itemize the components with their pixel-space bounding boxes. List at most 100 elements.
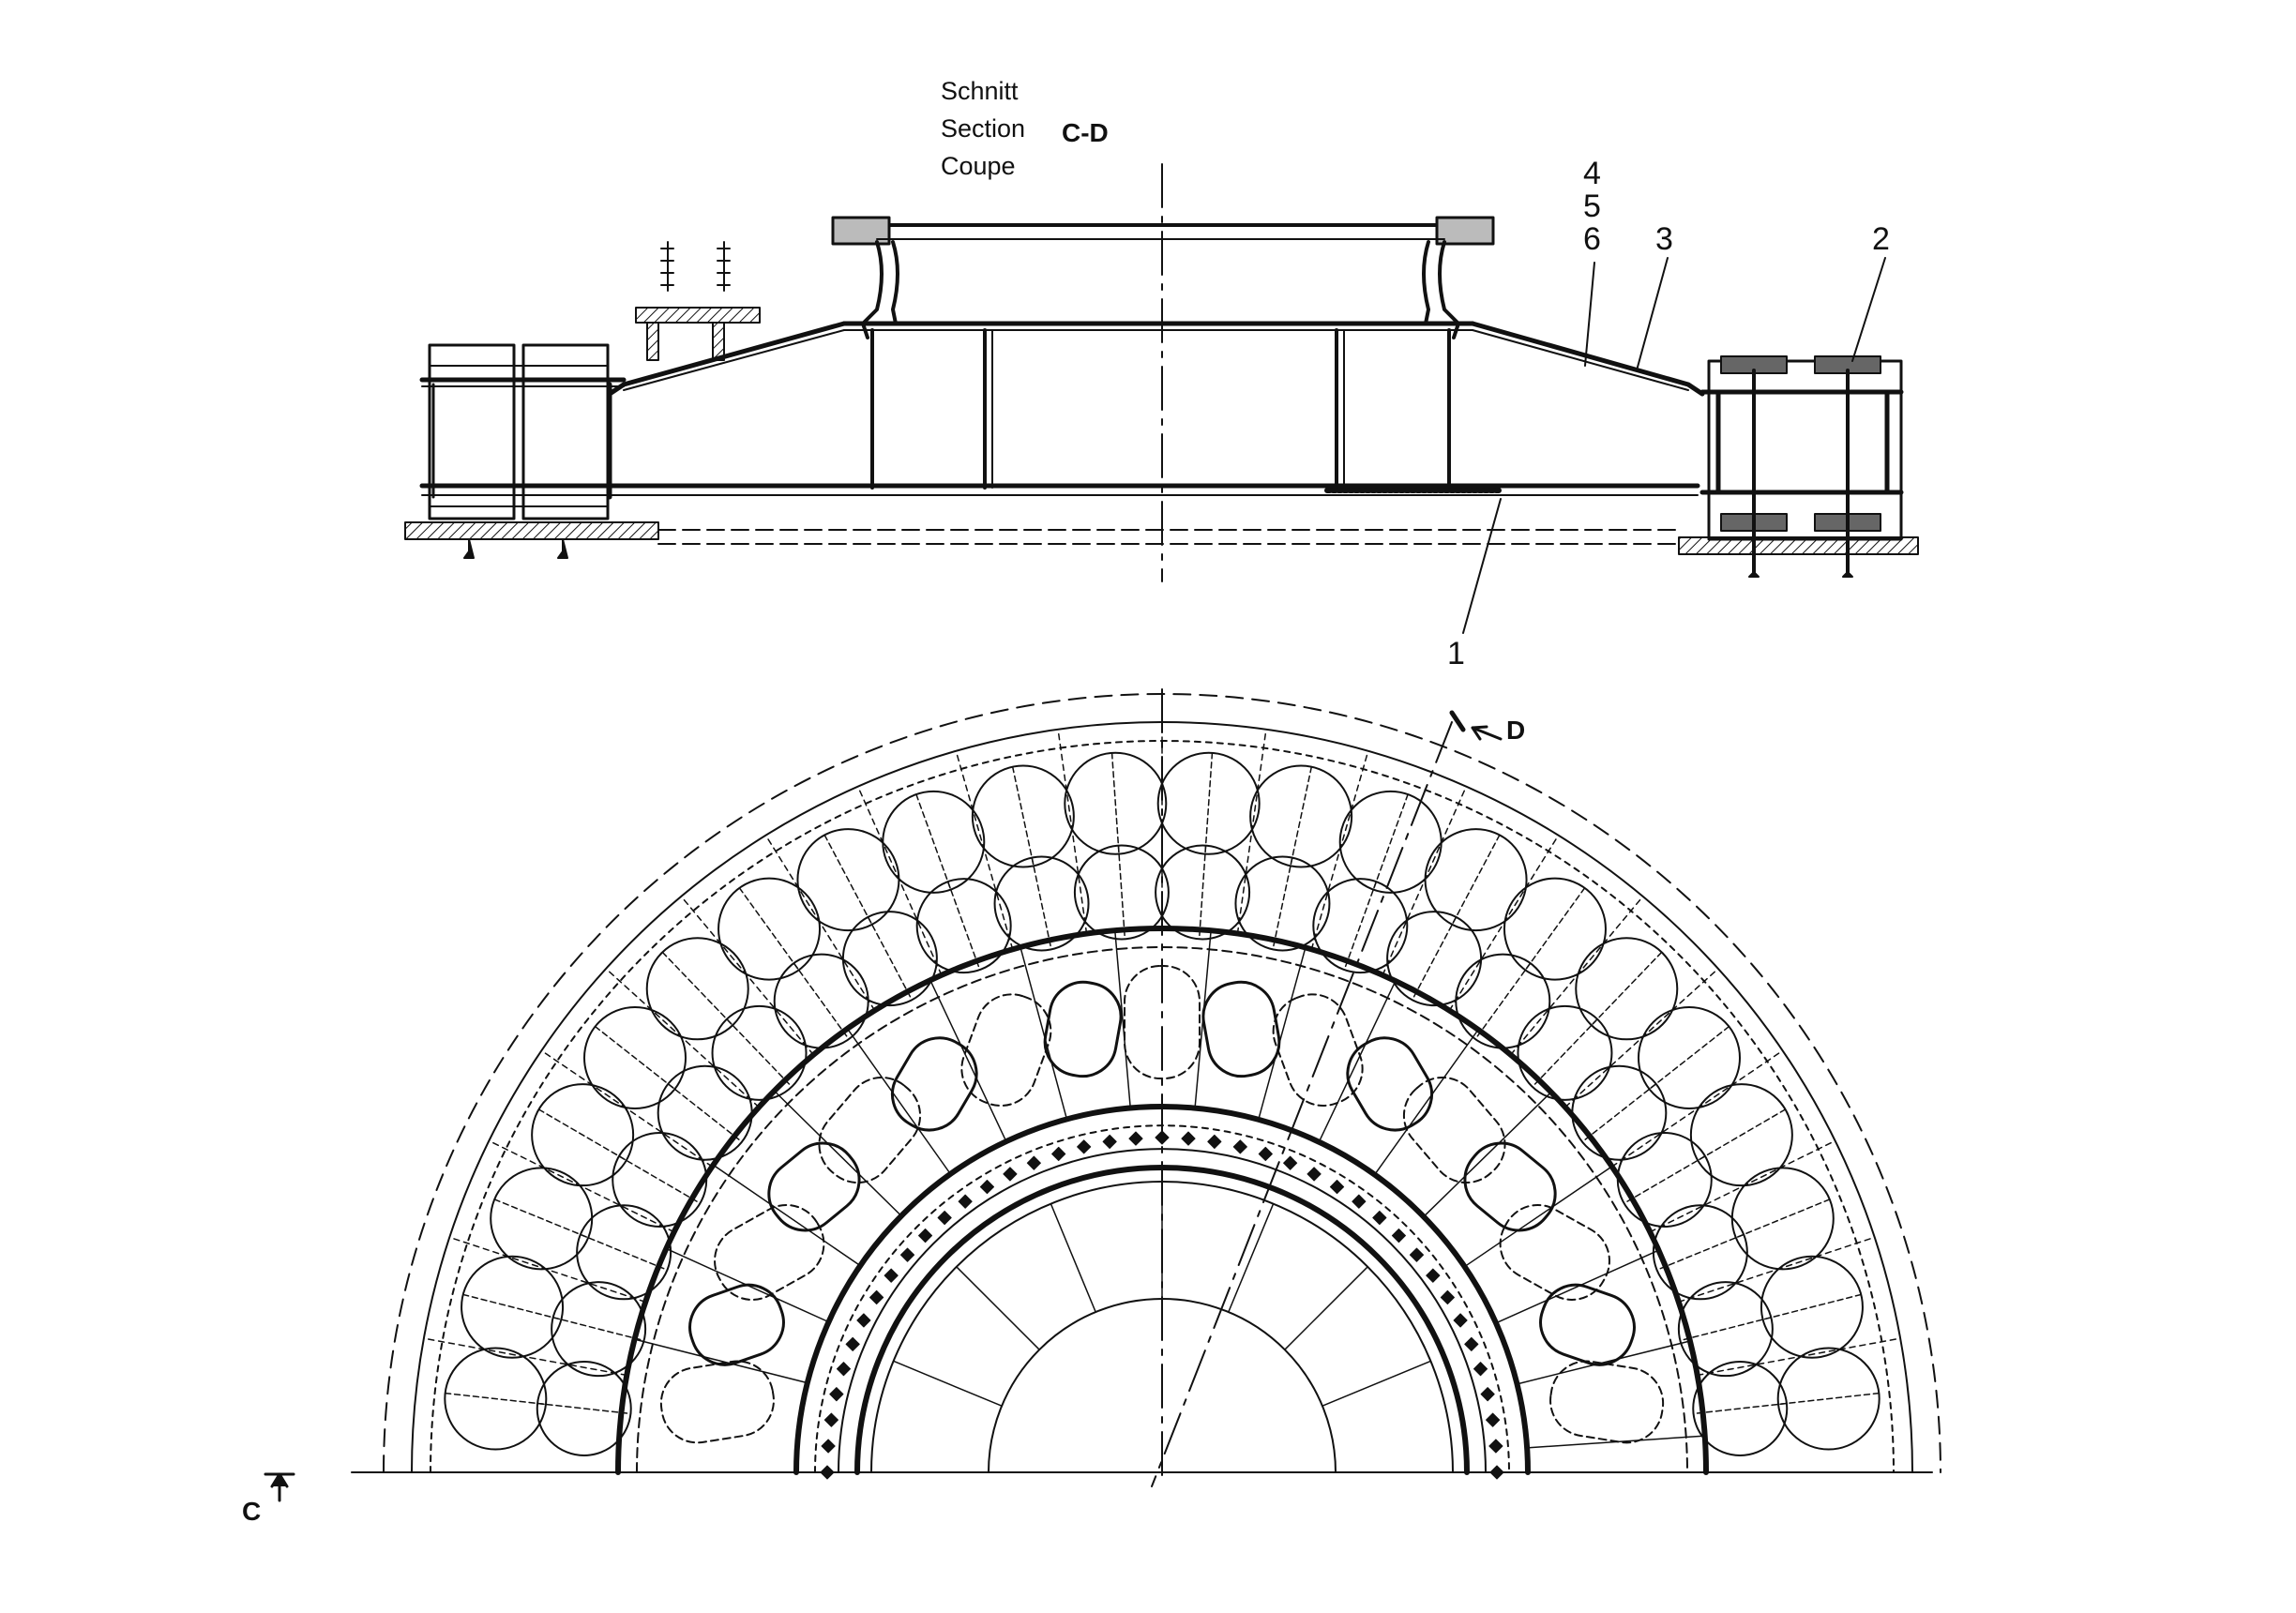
- middle-radial-divider: [1516, 1340, 1691, 1385]
- outer-pad-crosshair: [461, 1293, 563, 1320]
- arc-bearing-outer: [793, 1104, 1531, 1475]
- bolt-bead: [1207, 1134, 1222, 1149]
- outer-pad-crosshair: [1697, 1108, 1787, 1162]
- inner-pad-crosshair: [1655, 1233, 1745, 1271]
- bolt-bead: [958, 1194, 973, 1209]
- bolt-bead: [1155, 1130, 1170, 1145]
- bolt-bead: [1232, 1139, 1247, 1154]
- pocket: [659, 1360, 775, 1444]
- pocket-solid: [767, 1141, 861, 1232]
- outer-pad: [1689, 1083, 1793, 1187]
- inner-pad: [1312, 878, 1409, 974]
- bolt-bead: [1409, 1247, 1425, 1262]
- bolt-bead: [1489, 1465, 1504, 1480]
- arc-outermost-dashed: [383, 693, 1941, 1473]
- outer-pad-crosshair: [1777, 1392, 1881, 1406]
- outer-pad-crosshair: [823, 834, 873, 926]
- foot-1: [463, 538, 475, 559]
- section-title-line-3: Coupe: [941, 152, 1016, 180]
- hub-spoke: [1284, 1266, 1368, 1350]
- outer-pad-crosshair: [1290, 765, 1313, 867]
- section-line-d: [1151, 721, 1453, 1487]
- pocket: [714, 1203, 825, 1301]
- inner-pad-crosshair: [551, 1317, 645, 1342]
- pocket-solid: [1201, 980, 1281, 1078]
- section-marker-d-arrow: [1471, 725, 1503, 741]
- bolt-bead: [1453, 1313, 1468, 1328]
- bolt-bead: [979, 1180, 995, 1195]
- pocket-solid: [1346, 1036, 1434, 1132]
- bolt-bead: [823, 1412, 838, 1427]
- outer-pad-crosshair: [1110, 752, 1120, 855]
- bolt-bead: [1077, 1139, 1092, 1154]
- part-number-4: 4: [1583, 156, 1601, 191]
- middle-radial-divider: [929, 979, 1007, 1142]
- middle-radial-divider: [1463, 1166, 1613, 1268]
- outer-pad-crosshair: [444, 1392, 547, 1406]
- inner-pad: [1616, 1131, 1713, 1228]
- outer-pad-crosshair: [537, 1108, 627, 1162]
- pocket: [818, 1076, 922, 1184]
- inner-pad-crosshair: [536, 1402, 632, 1415]
- arc-bearing-mid: [814, 1124, 1510, 1473]
- section-title-line-1: Schnitt: [941, 77, 1019, 105]
- inner-pad-crosshair: [726, 1018, 793, 1088]
- arc-pad-ring-dashed: [636, 946, 1688, 1473]
- bracket-thread-2: [717, 241, 731, 292]
- foot-4: [1842, 571, 1853, 578]
- outer-pad: [1249, 764, 1353, 868]
- bolt-bead: [937, 1210, 952, 1226]
- middle-radial-divider: [1423, 1091, 1552, 1218]
- middle-radial-divider: [1318, 980, 1397, 1143]
- inner-pad-crosshair: [1581, 1083, 1657, 1143]
- bolt-bead: [1283, 1155, 1298, 1170]
- outer-pad-crosshair: [1204, 752, 1214, 855]
- section-arrow-d: [1449, 710, 1466, 732]
- hub-spoke: [1322, 1360, 1432, 1407]
- pocket-solid: [890, 1036, 978, 1132]
- bolt-bead: [1051, 1146, 1066, 1162]
- bolt-bead: [1480, 1387, 1495, 1402]
- middle-radial-divider: [1495, 1249, 1660, 1324]
- inner-pad-crosshair: [1679, 1317, 1773, 1342]
- outer-pad: [1575, 937, 1679, 1041]
- inner-pad: [711, 1004, 808, 1101]
- bolt-bead: [1181, 1131, 1196, 1146]
- inner-pad: [1386, 911, 1483, 1007]
- bolt-bead: [1026, 1155, 1041, 1170]
- bolt-bead: [1329, 1180, 1345, 1195]
- leader-1: [1462, 498, 1502, 634]
- outer-pad: [971, 764, 1075, 868]
- inner-pad-crosshair: [1411, 916, 1458, 1002]
- outer-pad: [1760, 1255, 1864, 1359]
- inner-pad-crosshair: [580, 1233, 669, 1271]
- right-flange: [1435, 216, 1495, 246]
- inner-pad: [1517, 1004, 1613, 1101]
- bolt-bead: [821, 1439, 836, 1454]
- inner-pad-crosshair: [618, 1155, 702, 1204]
- bolt-bead: [869, 1289, 884, 1305]
- left-sloped-web: [607, 321, 847, 397]
- part-number-2: 2: [1872, 221, 1890, 257]
- outer-pad: [531, 1083, 635, 1187]
- outer-pad-crosshair: [1761, 1293, 1863, 1320]
- part-number-3: 3: [1655, 221, 1673, 257]
- outer-pad-crosshair: [493, 1198, 589, 1239]
- left-bracket-post-2: [712, 322, 725, 361]
- outer-pad-crosshair: [1524, 887, 1586, 972]
- middle-radial-divider: [665, 1247, 830, 1323]
- inner-pad-crosshair: [1272, 856, 1293, 951]
- pocket: [1499, 1203, 1610, 1301]
- outer-pad: [718, 877, 822, 981]
- inner-pad: [1455, 953, 1551, 1049]
- inner-pad-crosshair: [1117, 844, 1126, 941]
- bolt-bead: [1473, 1362, 1488, 1377]
- middle-radial-divider: [633, 1338, 808, 1384]
- inner-pad: [612, 1131, 708, 1228]
- outer-pad: [1637, 1005, 1741, 1109]
- bolt-bead: [1486, 1412, 1501, 1427]
- outer-pad-crosshair: [1648, 1025, 1730, 1091]
- section-marker-c-arrow: [264, 1472, 295, 1502]
- inner-pad: [1677, 1281, 1774, 1378]
